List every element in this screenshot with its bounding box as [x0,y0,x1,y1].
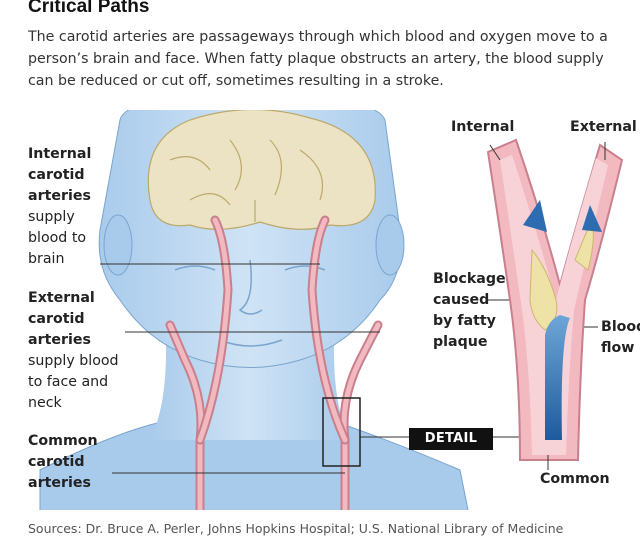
right-carotid-artery [307,215,383,510]
left-carotid-artery [165,215,233,510]
detail-region-box [322,397,361,467]
source-credit: Sources: Dr. Bruce A. Perler, Johns Hopk… [28,521,564,536]
left-ear [103,214,133,276]
intro-text: The carotid arteries are passageways thr… [28,26,633,92]
detail-common-label: Common [540,471,610,487]
blockage-label: Blockage caused by fatty plaque [433,271,506,350]
blood-flow-arrow [545,315,570,440]
intro-line: The carotid arteries are passageways thr… [28,29,608,45]
detail-internal-label: Internal [451,119,515,135]
detail-badge: DETAIL [409,428,493,450]
common-carotid-label: Common carotid arteries [28,433,98,491]
artery-detail-illustration [486,138,624,470]
right-ear [375,214,405,276]
brain-shape [147,110,376,230]
head-figure [39,110,469,510]
intro-line: person’s brain and face. When fatty plaq… [28,51,604,67]
intro-line: can be reduced or cut off, sometimes res… [28,73,444,89]
external-carotid-label: External carotid arteries supply blood t… [28,290,119,411]
blood-flow-label: Blood flow [601,319,640,356]
detail-external-label: External [570,119,637,135]
internal-carotid-label: Internal carotid arteries supply blood t… [28,146,92,267]
page-title: Critical Paths [28,0,150,17]
